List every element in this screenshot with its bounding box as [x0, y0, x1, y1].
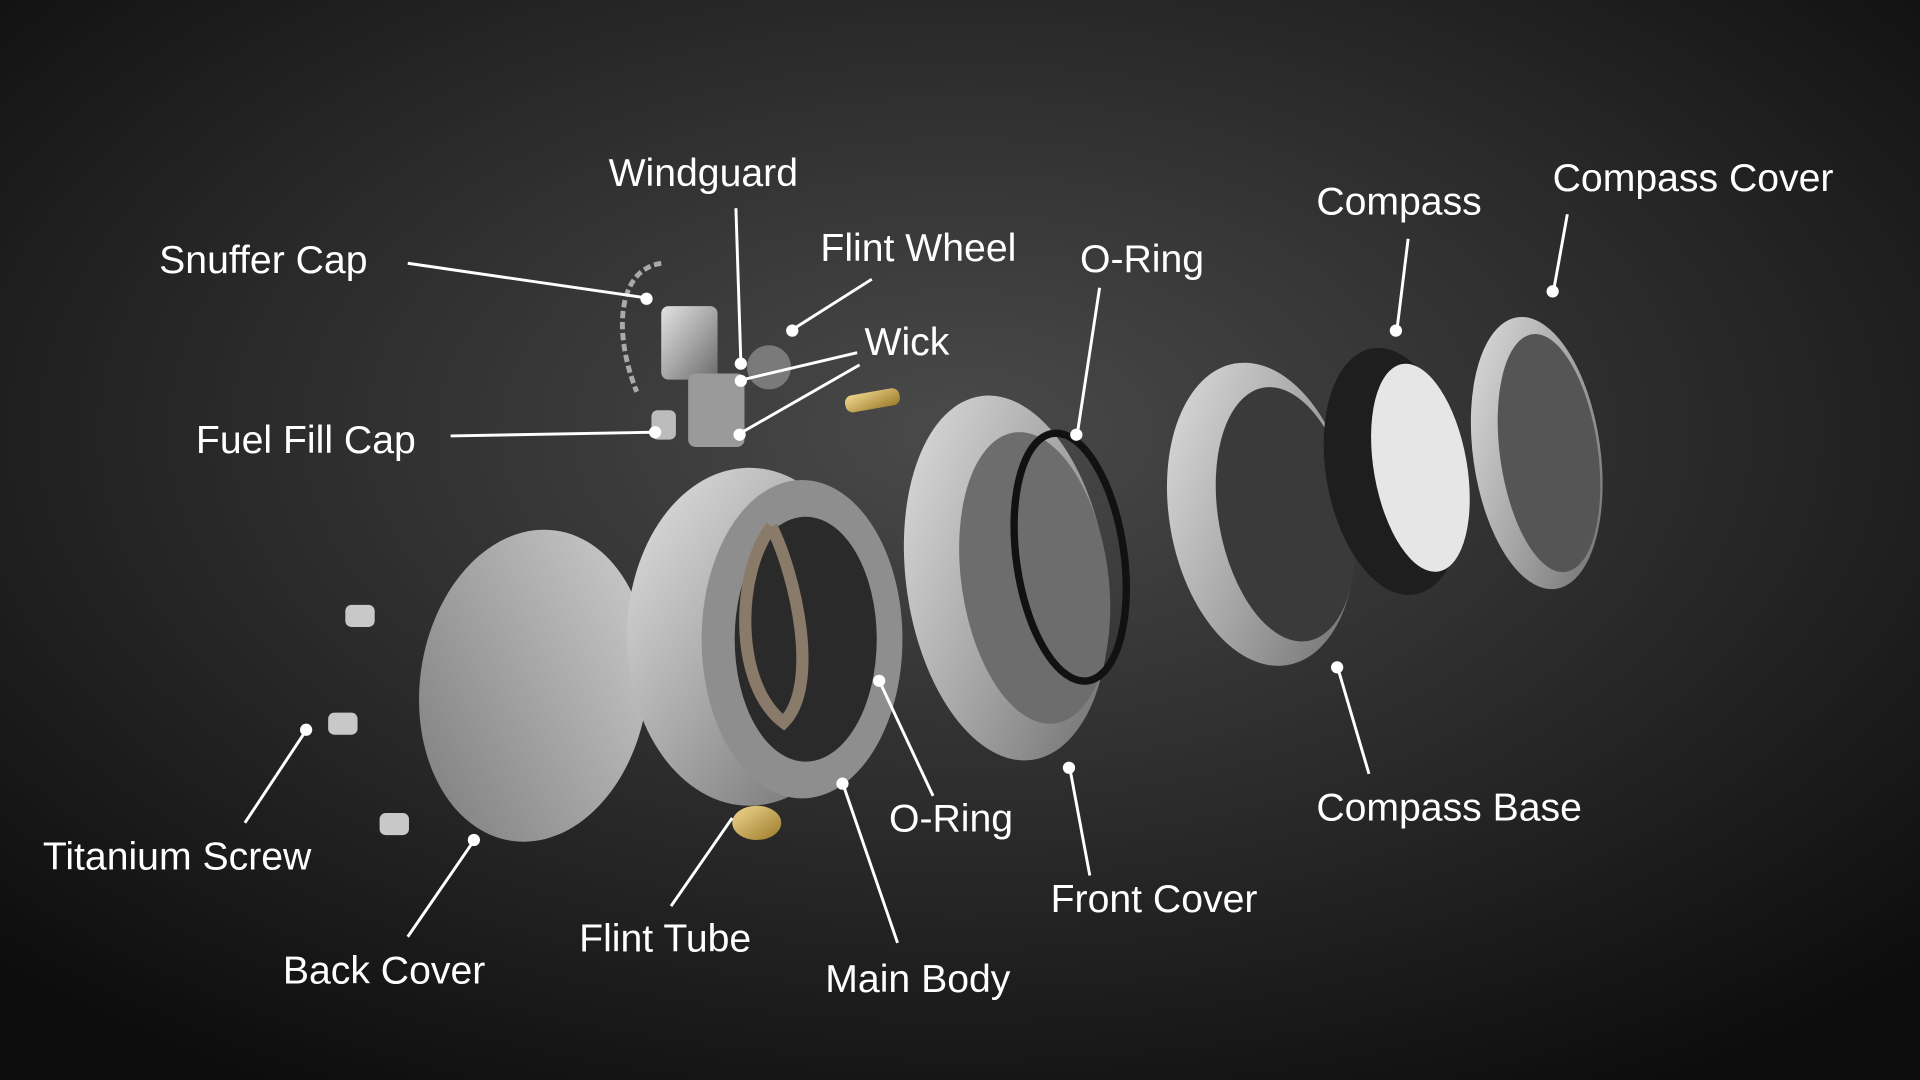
label-titanium-screw: Titanium Screw — [43, 835, 312, 878]
brass-pin — [844, 388, 900, 413]
label-compass: Compass — [1316, 180, 1481, 223]
label-back-cover: Back Cover — [283, 949, 485, 992]
flint-wheel-part — [746, 345, 792, 390]
main-body — [626, 467, 903, 806]
label-o-ring-bottom: O-Ring — [889, 797, 1013, 840]
leader-lines — [243, 208, 1569, 944]
label-fuel-fill-cap: Fuel Fill Cap — [196, 419, 416, 462]
label-flint-tube: Flint Tube — [579, 917, 751, 960]
label-compass-cover: Compass Cover — [1553, 157, 1834, 200]
label-flint-wheel: Flint Wheel — [820, 227, 1016, 270]
label-wick: Wick — [864, 321, 949, 364]
compass — [1323, 347, 1470, 595]
label-o-ring-top: O-Ring — [1080, 238, 1204, 281]
windguard-part — [688, 373, 745, 447]
flint-tube-part — [732, 805, 782, 840]
label-snuffer-cap: Snuffer Cap — [159, 239, 367, 282]
o-ring-part — [1010, 429, 1130, 685]
compass-base — [1166, 362, 1356, 666]
back-cover — [419, 529, 649, 842]
compass-cover — [1470, 316, 1603, 590]
label-compass-base: Compass Base — [1316, 786, 1582, 829]
snuffer-cap-part — [661, 306, 718, 380]
wick-loop — [739, 522, 809, 731]
label-front-cover: Front Cover — [1051, 878, 1258, 921]
label-windguard: Windguard — [609, 152, 798, 195]
titanium-screws — [328, 604, 409, 836]
chain — [620, 260, 662, 393]
label-main-body: Main Body — [825, 958, 1010, 1001]
